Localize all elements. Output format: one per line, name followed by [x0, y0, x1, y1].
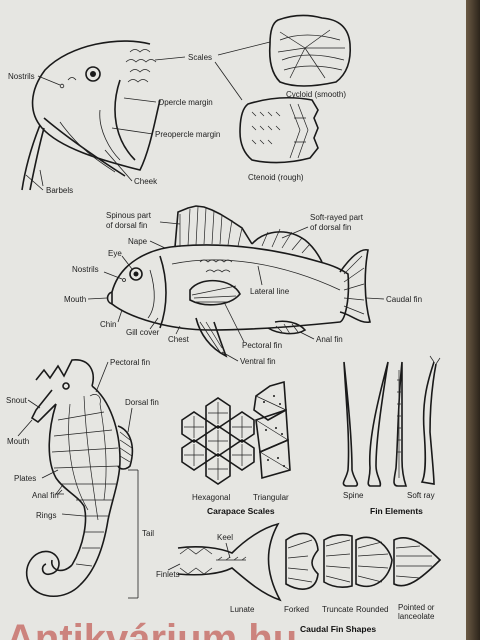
label-rounded: Rounded [356, 605, 388, 614]
label-seahorse-dorsal-fin: Dorsal fin [125, 398, 159, 407]
forked-tail-drawing [285, 532, 319, 590]
label-spinous-dorsal-1: Spinous part [106, 211, 152, 220]
label-seahorse-mouth: Mouth [7, 437, 29, 446]
pointed-tail-drawing [393, 536, 442, 587]
label-perch-nostrils: Nostrils [72, 265, 99, 274]
label-spinous-dorsal-2: of dorsal fin [106, 221, 147, 230]
label-caudal-fin: Caudal fin [386, 295, 422, 304]
rounded-tail-drawing [355, 536, 393, 587]
label-seahorse-anal-fin: Anal fin [32, 491, 59, 500]
label-mouth: Mouth [64, 295, 86, 304]
cycloid-scale-drawing [268, 14, 352, 87]
label-soft-dorsal-1: Soft-rayed part [310, 213, 364, 222]
seahorse-labels: Pectoral fin Snout Dorsal fin Mouth Plat… [6, 358, 159, 599]
label-pointed-1: Pointed or [398, 603, 435, 612]
label-preopercle-margin: Preopercle margin [155, 130, 220, 139]
label-opercle-margin: Opercle margin [158, 98, 213, 107]
label-lateral-line: Lateral line [250, 287, 290, 296]
label-chin: Chin [100, 320, 116, 329]
label-anal-fin: Anal fin [316, 335, 343, 344]
label-seahorse-pectoral-fin: Pectoral fin [110, 358, 150, 367]
fin-elements-title: Fin Elements [370, 506, 423, 516]
carapace-scales-title: Carapace Scales [207, 506, 275, 516]
caudal-fin-shapes-title: Caudal Fin Shapes [300, 624, 376, 634]
label-nape: Nape [128, 237, 148, 246]
label-cycloid: Cycloid (smooth) [286, 90, 346, 99]
label-rings: Rings [36, 511, 56, 520]
label-perch-pectoral-fin: Pectoral fin [242, 341, 282, 350]
catfish-labels: Nostrils Scales Opercle margin Preopercl… [8, 41, 271, 195]
fin-elements-drawing [342, 355, 441, 487]
label-cheek: Cheek [134, 177, 158, 186]
label-soft-dorsal-2: of dorsal fin [310, 223, 351, 232]
label-gill-cover: Gill cover [126, 328, 160, 337]
label-ctenoid: Ctenoid (rough) [248, 173, 304, 182]
lunate-tail-drawing [177, 522, 282, 602]
label-triangular: Triangular [253, 493, 289, 502]
label-scales: Scales [188, 53, 212, 62]
hexagonal-scales-drawing [181, 397, 255, 485]
label-ventral-fin: Ventral fin [240, 357, 276, 366]
truncate-tail-drawing [323, 534, 353, 588]
book-page: Nostrils Scales Opercle margin Preopercl… [0, 0, 466, 640]
perch-labels: Spinous part of dorsal fin Soft-rayed pa… [64, 211, 422, 366]
label-truncate: Truncate [322, 605, 354, 614]
label-eye: Eye [108, 249, 122, 258]
label-catfish-nostrils: Nostrils [8, 72, 35, 81]
catfish-head-drawing [21, 40, 161, 191]
label-forked: Forked [284, 605, 309, 614]
seahorse-drawing [25, 359, 134, 597]
label-keel: Keel [217, 533, 233, 542]
caudal-labels: Keel Finlets Lunate Forked Truncate Roun… [156, 533, 435, 634]
label-chest: Chest [168, 335, 190, 344]
label-finlets: Finlets [156, 570, 180, 579]
label-snout: Snout [6, 396, 28, 405]
label-soft-ray: Soft ray [407, 491, 435, 500]
ctenoid-scale-drawing [239, 96, 319, 164]
fish-anatomy-diagram: Nostrils Scales Opercle margin Preopercl… [6, 14, 442, 640]
label-spine: Spine [343, 491, 364, 500]
label-barbels: Barbels [46, 186, 73, 195]
book-binding-edge [466, 0, 480, 640]
label-tail: Tail [142, 529, 154, 538]
label-lunate: Lunate [230, 605, 255, 614]
triangular-scales-drawing [253, 380, 291, 480]
label-hexagonal: Hexagonal [192, 493, 230, 502]
perch-drawing [106, 205, 371, 358]
label-plates: Plates [14, 474, 36, 483]
watermark: Antikvárium.hu [6, 617, 297, 640]
label-pointed-2: lanceolate [398, 612, 435, 621]
